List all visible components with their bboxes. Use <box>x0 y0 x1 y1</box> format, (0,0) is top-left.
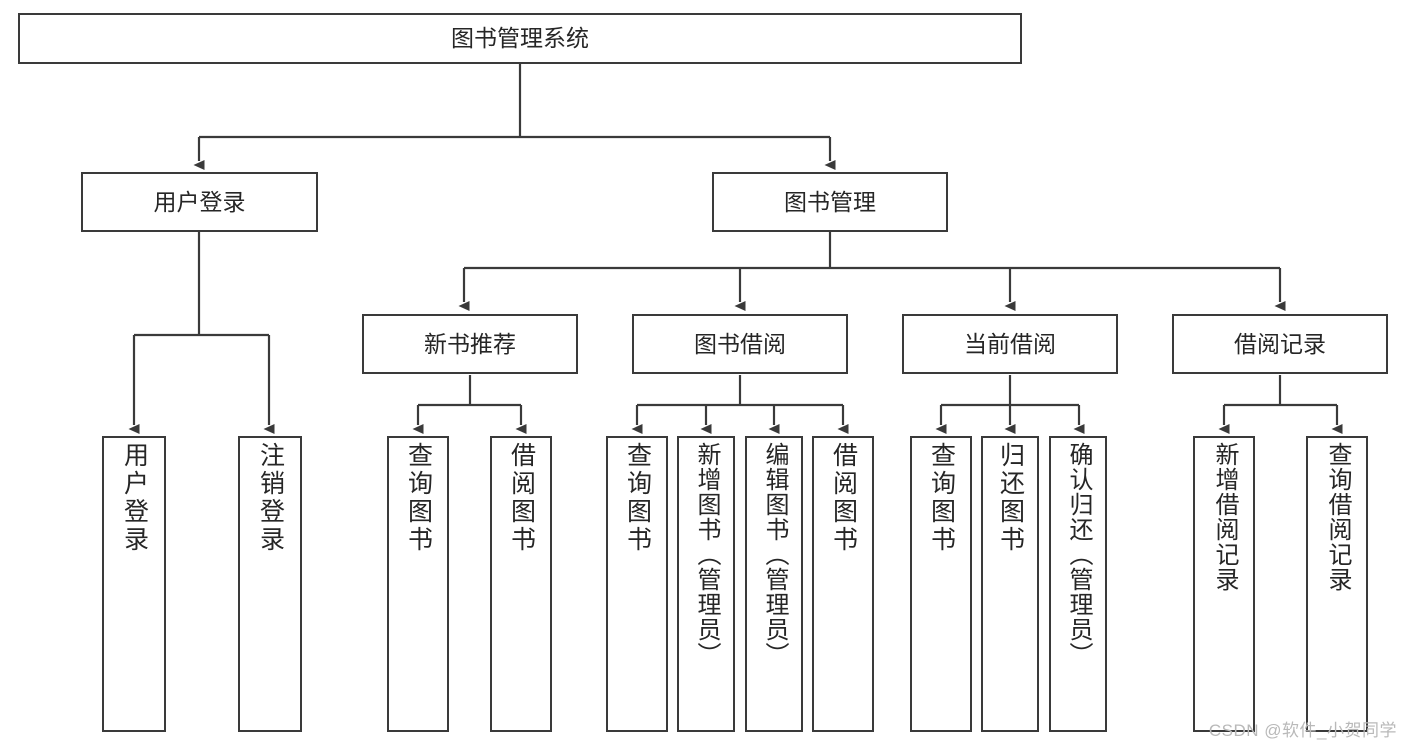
leaf-borrow-book-recommend[interactable]: 借阅图书 <box>490 436 552 732</box>
leaf-add-borrow-record[interactable]: 新增借阅记录 <box>1193 436 1255 732</box>
node-label: 图书管理 <box>784 188 876 215</box>
leaf-logout[interactable]: 注销登录 <box>238 436 302 732</box>
node-label: 查询图书 <box>927 442 956 554</box>
node-label: 查询图书 <box>404 442 433 554</box>
node-label: 借阅记录 <box>1234 330 1326 357</box>
node-label: 编辑图书（管理员） <box>761 442 788 667</box>
node-root-system[interactable]: 图书管理系统 <box>18 13 1022 64</box>
node-label: 归还图书 <box>996 442 1025 554</box>
leaf-edit-book-admin[interactable]: 编辑图书（管理员） <box>745 436 803 732</box>
node-label: 借阅图书 <box>507 442 536 554</box>
leaf-add-book-admin[interactable]: 新增图书（管理员） <box>677 436 735 732</box>
csdn-watermark: CSDN @软件_小贺同学 <box>1208 721 1397 740</box>
node-current-borrow[interactable]: 当前借阅 <box>902 314 1118 374</box>
node-label: 注销登录 <box>256 442 285 554</box>
node-label: 用户登录 <box>120 442 149 554</box>
leaf-confirm-return-admin[interactable]: 确认归还（管理员） <box>1049 436 1107 732</box>
leaf-query-book-current[interactable]: 查询图书 <box>910 436 972 732</box>
node-label: 新书推荐 <box>424 330 516 357</box>
leaf-query-book-borrow[interactable]: 查询图书 <box>606 436 668 732</box>
node-label: 新增借阅记录 <box>1211 442 1238 592</box>
node-label: 查询图书 <box>623 442 652 554</box>
node-borrow-record[interactable]: 借阅记录 <box>1172 314 1388 374</box>
node-label: 图书管理系统 <box>451 25 589 52</box>
node-label: 新增图书（管理员） <box>693 442 720 667</box>
leaf-user-login[interactable]: 用户登录 <box>102 436 166 732</box>
node-user-login[interactable]: 用户登录 <box>81 172 318 232</box>
leaf-borrow-book[interactable]: 借阅图书 <box>812 436 874 732</box>
node-label: 图书借阅 <box>694 330 786 357</box>
node-label: 查询借阅记录 <box>1324 442 1351 592</box>
node-label: 当前借阅 <box>964 330 1056 357</box>
leaf-query-book-recommend[interactable]: 查询图书 <box>387 436 449 732</box>
leaf-query-borrow-record[interactable]: 查询借阅记录 <box>1306 436 1368 732</box>
node-label: 借阅图书 <box>829 442 858 554</box>
node-new-book-recommend[interactable]: 新书推荐 <box>362 314 578 374</box>
node-book-borrow[interactable]: 图书借阅 <box>632 314 848 374</box>
node-label: 确认归还（管理员） <box>1065 442 1092 667</box>
leaf-return-book[interactable]: 归还图书 <box>981 436 1039 732</box>
node-book-management[interactable]: 图书管理 <box>712 172 948 232</box>
node-label: 用户登录 <box>153 188 246 215</box>
